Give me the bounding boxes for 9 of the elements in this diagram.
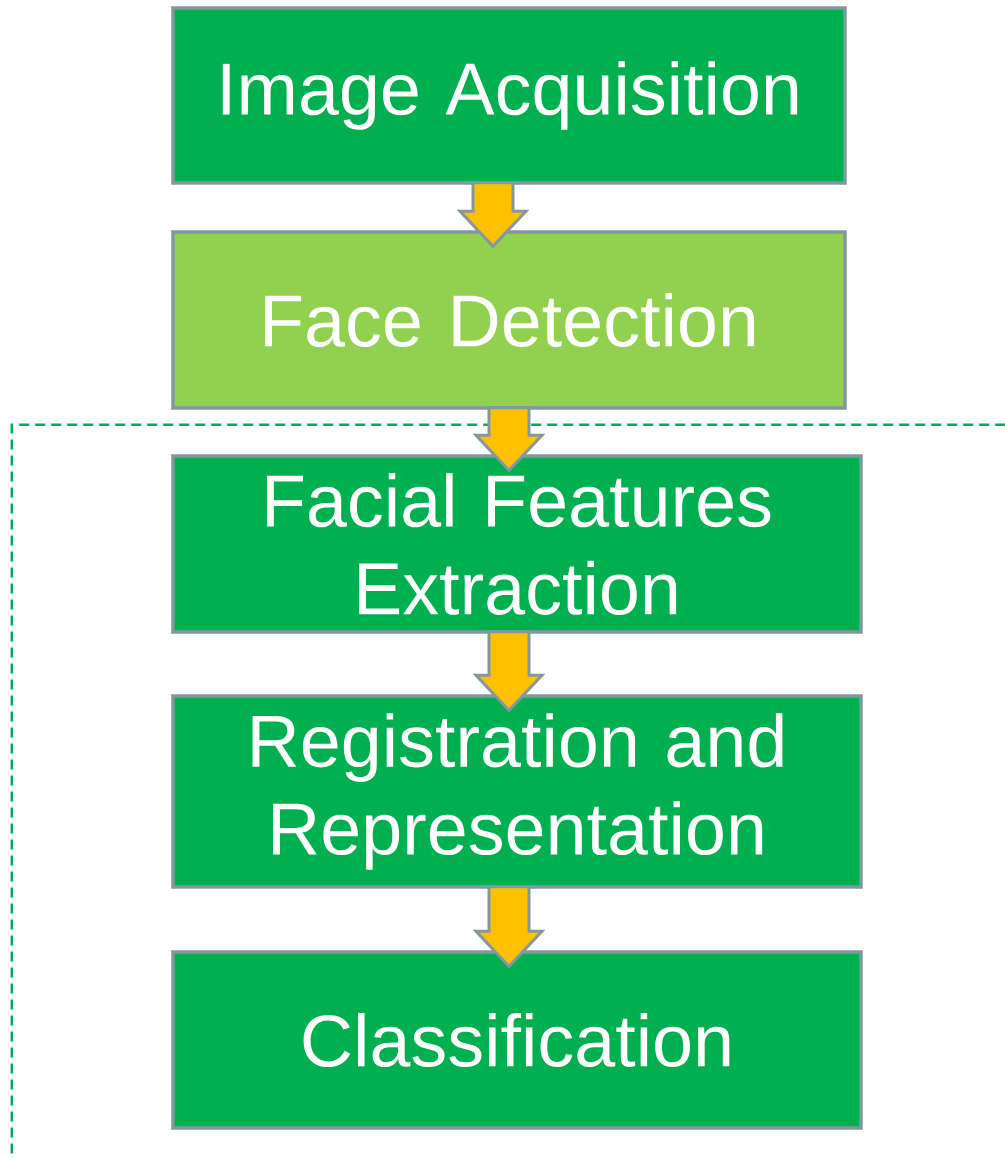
block-arrow — [472, 885, 546, 969]
block-arrow — [456, 181, 530, 249]
process-box: Face Detection — [171, 230, 847, 410]
block-arrow — [472, 406, 546, 473]
process-box: Registration and Representation — [171, 694, 863, 889]
block-arrow — [472, 630, 546, 713]
process-box: Image Acquisition — [171, 6, 847, 185]
process-box: Classification — [171, 950, 863, 1130]
process-box: Facial Features Extraction — [171, 454, 863, 634]
